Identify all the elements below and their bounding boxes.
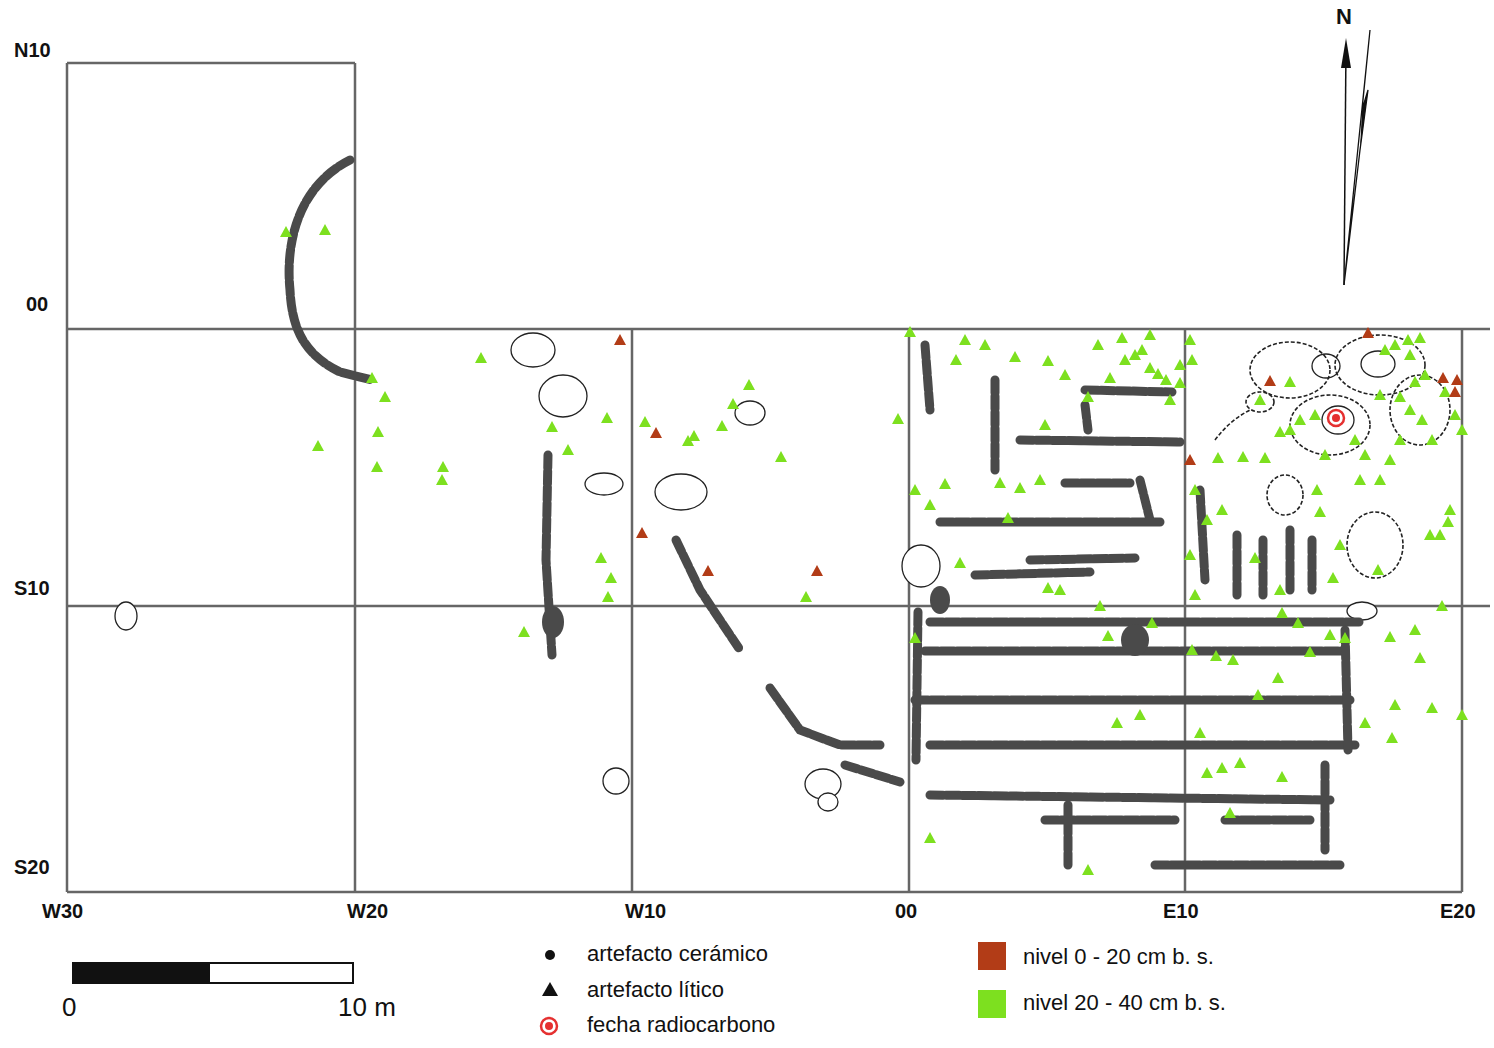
- grid-label: S10: [14, 577, 50, 600]
- grid-label: W30: [42, 900, 83, 923]
- grid-label: E10: [1163, 900, 1199, 923]
- legend-text: artefacto cerámico: [587, 941, 768, 966]
- stone-walls: [289, 160, 1360, 865]
- pebble-structures: [1215, 335, 1450, 578]
- legend-text: nivel 20 - 40 cm b. s.: [1023, 990, 1226, 1015]
- legend-swatch: [978, 942, 1006, 970]
- grid-label: 00: [26, 293, 48, 316]
- grid-label: N10: [14, 39, 51, 62]
- scale-label: 0: [62, 993, 76, 1023]
- legend-text: fecha radiocarbono: [587, 1012, 775, 1037]
- grid-label: W20: [347, 900, 388, 923]
- legend-swatch: [978, 990, 1006, 1018]
- grid-label: W10: [625, 900, 666, 923]
- grid-label: 00: [895, 900, 917, 923]
- north-arrow: [1341, 30, 1370, 285]
- legend-text: artefacto lítico: [587, 977, 724, 1002]
- grid-label: E20: [1440, 900, 1476, 923]
- large-stones: [542, 586, 1149, 656]
- scale-label: 10 m: [338, 993, 396, 1023]
- north-label: N: [1336, 4, 1352, 29]
- lithic-finds-20-40: [280, 224, 1468, 875]
- legend-symbols: [541, 950, 558, 1034]
- boulders: [115, 333, 1395, 811]
- radiocarbon-marker: [1328, 410, 1344, 426]
- scale-bar: [73, 963, 353, 983]
- grid-label: S20: [14, 856, 50, 879]
- lithic-finds-0-20: [614, 327, 1463, 576]
- grid: [67, 63, 1490, 892]
- legend-text: nivel 0 - 20 cm b. s.: [1023, 944, 1214, 969]
